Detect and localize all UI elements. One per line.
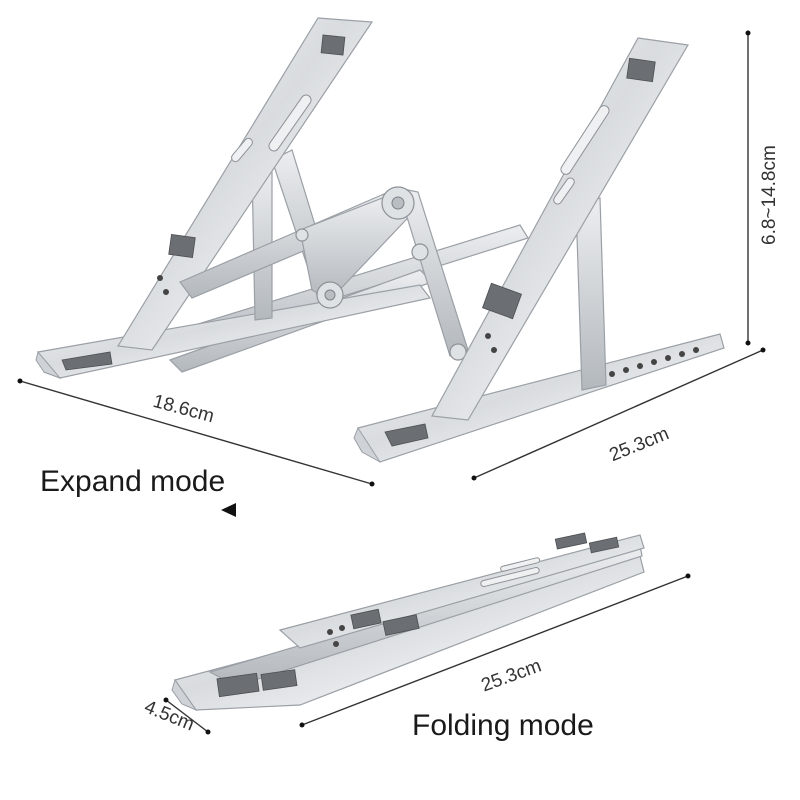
right-top-pad — [626, 57, 656, 83]
expand-depth-line — [19, 380, 373, 485]
fold-width-label: 25.3cm — [478, 655, 544, 696]
fold-width-line — [301, 575, 689, 726]
folded-stand — [171, 532, 645, 712]
dimension-lines — [17, 30, 766, 735]
folding-mode-title: Folding mode — [412, 709, 594, 742]
expand-mode-title: Expand mode — [40, 465, 225, 498]
expand-width-line — [473, 349, 764, 479]
left-top-pad — [320, 34, 346, 56]
expand-height-label: 6.8~14.8cm — [759, 145, 780, 245]
expanded-stand — [35, 17, 725, 463]
expand-width-label: 25.3cm — [606, 423, 672, 466]
arrow-left-icon — [221, 503, 236, 517]
fold-height-line — [165, 699, 209, 733]
